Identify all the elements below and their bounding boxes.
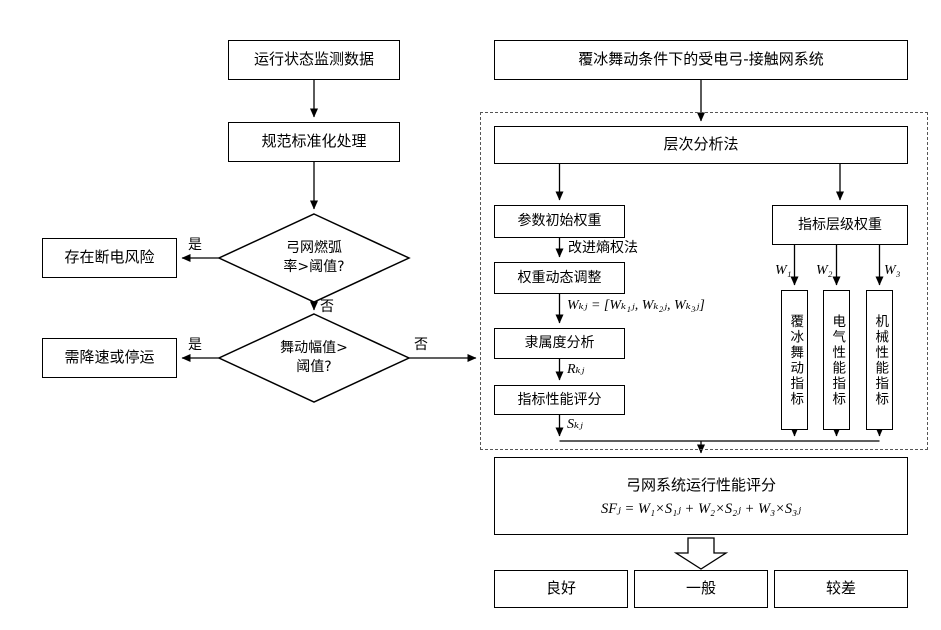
node-weight-dynamic: 权重动态调整 (494, 262, 625, 294)
node-slow-stop-label: 需降速或停运 (64, 348, 155, 367)
node-membership-label: 隶属度分析 (524, 335, 595, 352)
analysis-dashed-container (480, 112, 928, 450)
node-result-good: 良好 (494, 570, 628, 608)
r-kj-label: Rₖⱼ (567, 362, 585, 377)
w2-label: W₂ (816, 263, 833, 278)
node-param-init-weight-label: 参数初始权重 (517, 213, 602, 230)
entropy-method-label: 改进熵权法 (568, 240, 638, 256)
no-label-arc: 否 (320, 299, 334, 315)
node-ahp-label: 层次分析法 (663, 135, 739, 154)
decision-arc-text: 弓网燃弧 率>阈值? (283, 240, 345, 275)
node-monitor-data-label: 运行状态监测数据 (253, 50, 374, 69)
no-label-gallop: 否 (414, 337, 428, 353)
node-indicator-mechanical-label: 机械性能指标 (872, 313, 889, 407)
node-indicator-score-label: 指标性能评分 (517, 391, 602, 408)
final-score-formula: SFⱼ = W₁×S₁ⱼ + W₂×S₂ⱼ + W₃×S₃ⱼ (600, 501, 802, 517)
node-final-score: 弓网系统运行性能评分 SFⱼ = W₁×S₁ⱼ + W₂×S₂ⱼ + W₃×S₃… (494, 457, 908, 535)
node-indicator-mechanical: 机械性能指标 (866, 290, 893, 430)
node-power-risk-label: 存在断电风险 (64, 248, 155, 267)
final-score-title: 弓网系统运行性能评分 (625, 476, 776, 494)
node-result-average-label: 一般 (685, 579, 716, 598)
node-indicator-icing-label: 覆冰舞动指标 (787, 313, 804, 407)
node-result-poor: 较差 (774, 570, 908, 608)
node-result-good-label: 良好 (545, 579, 576, 598)
yes-label-arc: 是 (188, 237, 202, 253)
node-indicator-electrical-label: 电气性能指标 (829, 313, 846, 407)
s-kj-label: Sₖⱼ (567, 417, 583, 432)
node-standardize-label: 规范标准化处理 (261, 132, 367, 151)
node-result-average: 一般 (634, 570, 768, 608)
node-weight-dynamic-label: 权重动态调整 (517, 269, 602, 286)
flow-arrows (181, 80, 884, 454)
w3-label: W₃ (884, 263, 901, 278)
node-monitor-data: 运行状态监测数据 (228, 40, 400, 80)
node-result-poor-label: 较差 (825, 579, 856, 598)
node-standardize: 规范标准化处理 (228, 122, 400, 162)
node-system-title: 覆冰舞动条件下的受电弓-接触网系统 (494, 40, 908, 80)
node-indicator-score: 指标性能评分 (494, 385, 625, 415)
yes-label-gallop: 是 (188, 337, 202, 353)
node-level-weight-label: 指标层级权重 (798, 216, 882, 233)
node-indicator-electrical: 电气性能指标 (823, 290, 850, 430)
decision-gallop-text: 舞动幅值> 阈值? (280, 340, 348, 375)
node-level-weight: 指标层级权重 (772, 205, 908, 245)
node-indicator-icing: 覆冰舞动指标 (781, 290, 808, 430)
decision-arc-diamond (217, 213, 411, 303)
weight-vector-formula: Wₖⱼ = [Wₖ₁ⱼ, Wₖ₂ⱼ, Wₖ₃ⱼ] (567, 298, 705, 313)
node-param-init-weight: 参数初始权重 (494, 205, 625, 238)
block-arrow-down (673, 537, 729, 570)
node-ahp: 层次分析法 (494, 126, 908, 164)
node-system-title-label: 覆冰舞动条件下的受电弓-接触网系统 (578, 50, 824, 69)
node-membership: 隶属度分析 (494, 328, 625, 359)
node-slow-stop: 需降速或停运 (42, 338, 177, 378)
w1-label: W₁ (775, 263, 792, 278)
decision-gallop-diamond (217, 313, 411, 403)
node-power-risk: 存在断电风险 (42, 238, 177, 278)
